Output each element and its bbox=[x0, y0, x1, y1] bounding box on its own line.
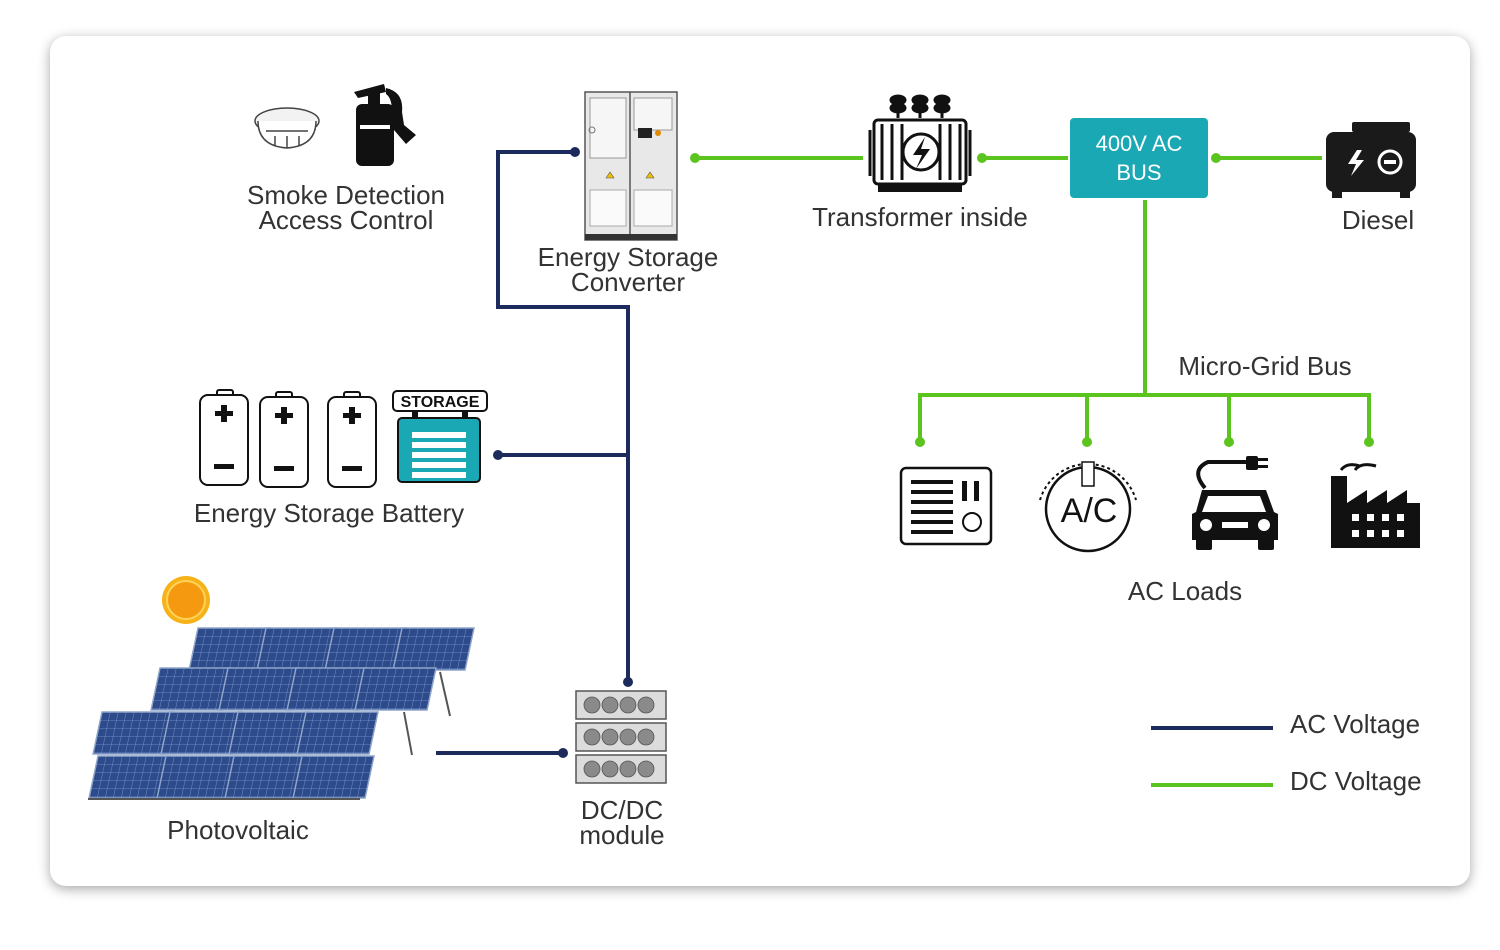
diesel-generator-icon bbox=[1326, 122, 1416, 198]
air-conditioner-icon bbox=[1039, 461, 1137, 553]
fire-extinguisher-icon bbox=[354, 84, 416, 166]
converter-cabinet-icon bbox=[584, 91, 678, 241]
factory-icon bbox=[1331, 463, 1420, 548]
electric-car-icon bbox=[1192, 456, 1278, 550]
smoke-detection-label: Smoke Detection Access Control bbox=[236, 180, 456, 235]
transformer-icon bbox=[868, 94, 972, 192]
converter-link-line bbox=[496, 150, 630, 682]
ac-bus-box: 400V AC BUS bbox=[1070, 118, 1208, 198]
ac-lines bbox=[436, 150, 630, 755]
converter-label: Energy Storage Converter bbox=[518, 242, 738, 297]
storage-unit-icon bbox=[392, 390, 488, 483]
battery-symbols bbox=[214, 405, 362, 471]
battery-label: Energy Storage Battery bbox=[193, 498, 465, 528]
smoke-detection-line1: Smoke Detection bbox=[247, 180, 445, 210]
dc-dots bbox=[690, 153, 1374, 447]
dcdc-line1: DC/DC bbox=[580, 795, 664, 825]
solar-panel-icon bbox=[88, 627, 475, 800]
converter-line1: Energy Storage bbox=[537, 242, 719, 272]
microgrid-bus-label: Micro-Grid Bus bbox=[1178, 351, 1352, 381]
transformer-label: Transformer inside bbox=[812, 202, 1028, 232]
battery-icon bbox=[199, 389, 377, 488]
converter-line2: Converter bbox=[570, 267, 686, 297]
microgrid-bus-line bbox=[918, 393, 1371, 442]
storage-tag: STORAGE bbox=[401, 394, 480, 411]
smoke-detection-line2: Access Control bbox=[258, 205, 434, 235]
dc-lines bbox=[695, 156, 1371, 442]
ac-bus-line2: BUS bbox=[1116, 160, 1162, 185]
ac-dots bbox=[493, 147, 633, 758]
photovoltaic-label: Photovoltaic bbox=[167, 815, 309, 845]
panel-load-icon bbox=[899, 466, 993, 546]
dcdc-line2: module bbox=[579, 820, 665, 850]
legend-dc-label: DC Voltage bbox=[1290, 766, 1422, 796]
dcdc-rack-icon bbox=[575, 690, 667, 784]
legend-ac-label: AC Voltage bbox=[1290, 709, 1421, 739]
sun-icon bbox=[162, 576, 210, 624]
ac-unit-text: A/C bbox=[1061, 492, 1118, 530]
ac-loads-label: AC Loads bbox=[1127, 576, 1243, 606]
ac-bus-line1: 400V AC bbox=[1095, 131, 1183, 156]
smoke-detector-icon bbox=[254, 107, 320, 149]
diesel-label: Diesel bbox=[1341, 205, 1415, 235]
dcdc-label: DC/DC module bbox=[552, 795, 692, 850]
